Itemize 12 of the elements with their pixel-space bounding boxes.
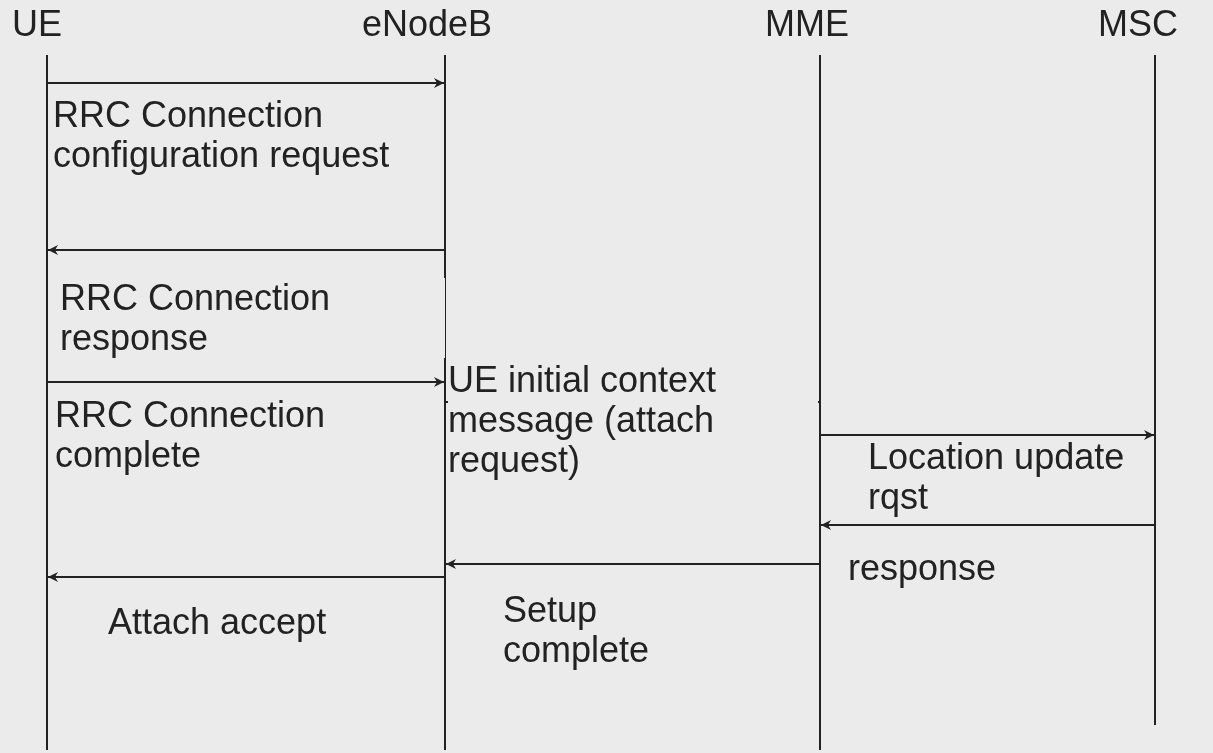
message-arrow	[47, 78, 445, 88]
message-arrow	[820, 520, 1155, 530]
participant-name: UE	[12, 4, 62, 44]
message-arrow	[47, 377, 445, 387]
message-arrow	[445, 559, 820, 569]
participant-name: eNodeB	[362, 4, 493, 44]
message-arrow	[47, 245, 445, 255]
message-arrow	[820, 430, 1155, 440]
message-label: RRC Connection response	[60, 278, 445, 358]
participant-name: MME	[765, 4, 849, 44]
participant-name: MSC	[1098, 4, 1178, 44]
message-arrow	[47, 572, 445, 582]
